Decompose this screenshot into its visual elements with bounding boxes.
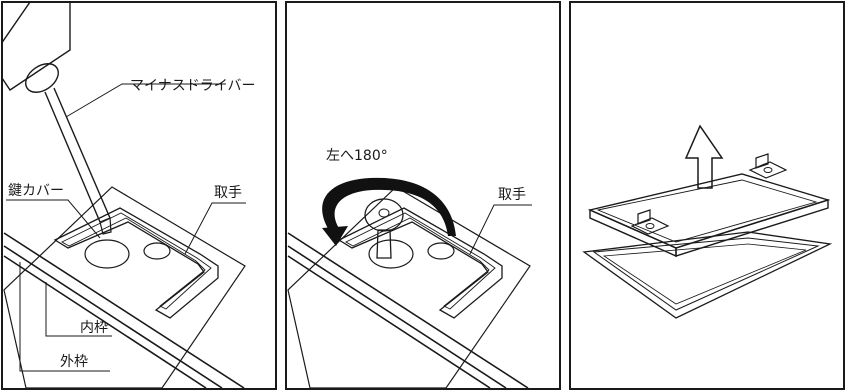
panel-2: 左へ180° 取手 (285, 1, 561, 390)
inner-frame-line-1 (3, 232, 245, 388)
rotation-arrowhead (322, 226, 348, 246)
handle-recess (53, 207, 219, 319)
panel-3 (569, 1, 845, 390)
leader-outer-frame (19, 262, 110, 372)
inner-frame-line-1 (287, 232, 529, 388)
leader-handle (184, 202, 246, 255)
opening (602, 243, 807, 305)
inner-frame-line-2 (3, 245, 223, 388)
lid-handle-left (630, 209, 670, 235)
frame-inner (592, 237, 820, 311)
handle-recess (337, 207, 503, 319)
panel-2-border (285, 1, 561, 390)
label-key-cover: 鍵カバー (8, 183, 64, 199)
lid-plate (287, 186, 531, 388)
outer-frame-line (3, 255, 207, 388)
lid (587, 173, 831, 258)
label-rotation: 左へ180° (326, 148, 388, 164)
leader-handle (469, 204, 532, 255)
frame-outer (582, 231, 833, 319)
handle-inner-line (345, 212, 496, 310)
label-screwdriver: マイナスドライバー (130, 78, 255, 94)
leader-screwdriver (65, 83, 226, 118)
leader-key-cover (6, 199, 101, 239)
handle-inner-line (61, 212, 212, 310)
outer-frame-line (287, 255, 491, 388)
inner-frame-line-2 (287, 245, 507, 388)
rotation-arrow (322, 177, 456, 236)
label-outer-frame: 外枠 (60, 354, 88, 370)
label-handle: 取手 (214, 185, 242, 201)
lid-plate (3, 186, 246, 388)
key-cover (84, 239, 130, 269)
screwdriver (3, 3, 112, 235)
keyhole-slot (143, 242, 171, 260)
label-inner-frame: 内枠 (80, 320, 108, 336)
lift-up-arrow (684, 124, 724, 189)
label-handle: 取手 (498, 187, 526, 203)
lid-handle-right (748, 153, 788, 179)
panel-3-border (569, 1, 845, 390)
keyhole-slot (427, 242, 455, 260)
key (364, 198, 404, 259)
leader-inner-frame (45, 282, 112, 337)
panel-1-border (1, 1, 277, 390)
panel-1: マイナスドライバー 鍵カバー 取手 内枠 外枠 (1, 1, 277, 390)
